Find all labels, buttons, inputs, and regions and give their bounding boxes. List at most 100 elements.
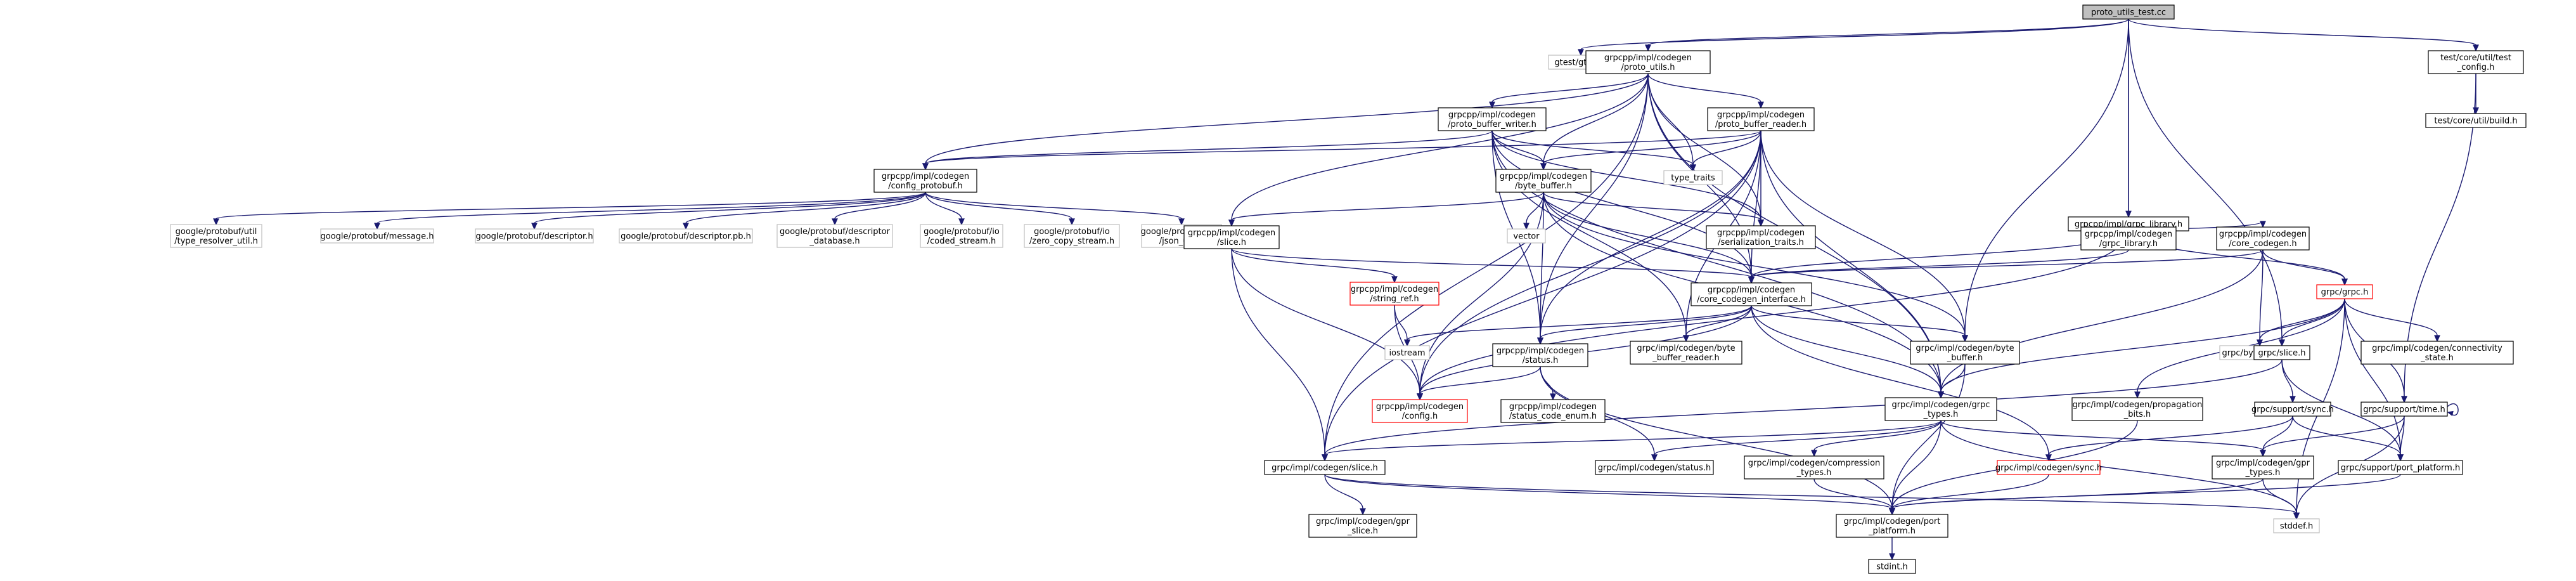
node-label: grpcpp/impl/codegen bbox=[882, 172, 969, 181]
edge-line bbox=[1654, 420, 1942, 455]
edge-root-to-proto_utils bbox=[1645, 18, 2129, 52]
node-type-traits[interactable]: type_traits bbox=[1663, 170, 1723, 185]
edge-line bbox=[1324, 73, 1649, 455]
edge-line bbox=[1540, 366, 1554, 395]
node-label: grpcpp/impl/codegen bbox=[1497, 346, 1584, 356]
node-stddef-h[interactable]: stddef.h bbox=[2273, 518, 2320, 533]
node-grpc-impl-codegen-gpr-types-h[interactable]: grpc/impl/codegen/gpr_types.h bbox=[2212, 455, 2314, 480]
edge-arrowhead bbox=[1651, 454, 1658, 462]
edge-arrowhead bbox=[1391, 276, 1398, 284]
node-grpcpp-impl-codegen-serialization-traits-h[interactable]: grpcpp/impl/codegen/serialization_traits… bbox=[1706, 225, 1816, 249]
node-grpcpp-impl-codegen-slice-h[interactable]: grpcpp/impl/codegen/slice.h bbox=[1183, 225, 1280, 249]
edge-line bbox=[1751, 305, 1966, 336]
edge-line bbox=[2259, 249, 2264, 341]
node-label: /core_codegen.h bbox=[2229, 239, 2296, 249]
edge-line bbox=[1491, 73, 1649, 103]
node-grpcpp-impl-codegen-core-codegen-interface-h[interactable]: grpcpp/impl/codegen/core_codegen_interfa… bbox=[1690, 282, 1812, 306]
node-box bbox=[1372, 399, 1468, 423]
node-iostream[interactable]: iostream bbox=[1384, 345, 1430, 360]
node-grpc-impl-codegen-byte-buffer-h[interactable]: grpc/impl/codegen/byte_buffer.h bbox=[1910, 341, 2020, 365]
node-google-protobuf-descriptor-h[interactable]: google/protobuf/descriptor.h bbox=[475, 228, 594, 244]
edge-impl_slice-to-impl_port_platform bbox=[1324, 474, 1895, 516]
node-label: _types.h bbox=[2245, 468, 2281, 478]
node-grpc-impl-codegen-byte-buffer-reader-h[interactable]: grpc/impl/codegen/byte_buffer_reader.h bbox=[1630, 341, 1742, 365]
node-label: grpc/support/sync.h bbox=[2251, 405, 2334, 415]
edge-status-to-status_code_enum bbox=[1540, 366, 1556, 401]
node-grpc-impl-codegen-propagation-bits-h[interactable]: grpc/impl/codegen/propagation_bits.h bbox=[2071, 397, 2203, 421]
edge-codegen_slice-to-config_h bbox=[1231, 248, 1423, 401]
node-grpc-support-port-platform-h[interactable]: grpc/support/port_platform.h bbox=[2338, 460, 2463, 475]
edge-line bbox=[1419, 366, 1541, 395]
node-box bbox=[1500, 399, 1606, 423]
node-label: grpcpp/impl/codegen bbox=[1376, 402, 1464, 412]
edge-line bbox=[1964, 18, 2129, 336]
node-grpcpp-impl-codegen-config-h[interactable]: grpcpp/impl/codegen/config.h bbox=[1372, 399, 1468, 423]
node-grpcpp-impl-codegen-byte-buffer-h[interactable]: grpcpp/impl/codegen/byte_buffer.h bbox=[1495, 169, 1592, 193]
node-grpc-support-sync-h[interactable]: grpc/support/sync.h bbox=[2251, 401, 2334, 417]
node-grpcpp-impl-codegen-status-code-enum-h[interactable]: grpcpp/impl/codegen/status_code_enum.h bbox=[1500, 399, 1606, 423]
edge-root-to-test_config bbox=[2128, 18, 2479, 52]
edge-codegen_slice-to-string_ref bbox=[1231, 248, 1398, 284]
node-google-protobuf-io-zero-copy-stream-h[interactable]: google/protobuf/io/zero_copy_stream.h bbox=[1024, 224, 1120, 248]
node-grpc-grpc-h[interactable]: grpc/grpc.h bbox=[2316, 284, 2373, 299]
node-grpcpp-impl-codegen-config-protobuf-h[interactable]: grpcpp/impl/codegen/config_protobuf.h bbox=[873, 169, 977, 193]
node-label: google/protobuf/descriptor.h bbox=[475, 232, 593, 242]
node-grpc-impl-codegen-status-h[interactable]: grpc/impl/codegen/status.h bbox=[1595, 460, 1714, 475]
node-google-protobuf-descriptor-database-h[interactable]: google/protobuf/descriptor_database.h bbox=[776, 224, 893, 248]
node-grpc-impl-codegen-sync-h[interactable]: grpc/impl/codegen/sync.h bbox=[1995, 460, 2102, 475]
node-google-protobuf-util-type-resolver-util-h[interactable]: google/protobuf/util/type_resolver_util.… bbox=[170, 224, 262, 248]
node-label: iostream bbox=[1389, 349, 1425, 358]
edge-line bbox=[1940, 363, 1966, 393]
node-label: grpcpp/impl/codegen bbox=[1717, 110, 1805, 120]
node-google-protobuf-descriptor-pb-h[interactable]: google/protobuf/descriptor.pb.h bbox=[619, 228, 753, 244]
edge-config_protobuf-to-pb_descriptor bbox=[531, 192, 926, 230]
node-label: grpc/impl/codegen/gpr bbox=[1316, 517, 1410, 526]
node-test-core-util-test-config-h[interactable]: test/core/util/test_config.h bbox=[2428, 50, 2524, 74]
node-test-core-util-build-h[interactable]: test/core/util/build.h bbox=[2425, 113, 2527, 128]
node-grpc-impl-codegen-port-platform-h[interactable]: grpc/impl/codegen/port_platform.h bbox=[1836, 514, 1948, 538]
node-grpc-impl-codegen-compression-types-h[interactable]: grpc/impl/codegen/compression_types.h bbox=[1744, 455, 1884, 480]
node-proto-utils-test-cc: proto_utils_test.cc bbox=[2082, 4, 2175, 20]
edge-arrowhead bbox=[922, 163, 929, 171]
node-grpcpp-impl-codegen-proto-utils-h[interactable]: grpcpp/impl/codegen/proto_utils.h bbox=[1585, 50, 1711, 74]
node-vector[interactable]: vector bbox=[1507, 228, 1546, 244]
node-label: /proto_buffer_reader.h bbox=[1715, 120, 1806, 129]
edge-line bbox=[1940, 298, 2345, 393]
edge-line bbox=[1751, 130, 1761, 278]
node-grpcpp-impl-codegen-core-codegen-h[interactable]: grpcpp/impl/codegen/core_codegen.h bbox=[2216, 226, 2310, 251]
node-box bbox=[1884, 397, 1997, 421]
node-label: grpcpp/impl/codegen bbox=[2219, 230, 2307, 239]
node-grpc-impl-codegen-grpc-types-h[interactable]: grpc/impl/codegen/grpc_types.h bbox=[1884, 397, 1997, 421]
edge-grpc_h-to-connectivity_state bbox=[2344, 298, 2440, 343]
edge-line bbox=[925, 192, 1072, 219]
node-grpc-impl-codegen-slice-h[interactable]: grpc/impl/codegen/slice.h bbox=[1264, 460, 1386, 475]
edge-line bbox=[2262, 415, 2405, 451]
node-box bbox=[2428, 50, 2524, 74]
edge-config_protobuf-to-type_resolver bbox=[213, 192, 926, 226]
edge-line bbox=[925, 130, 1493, 164]
node-label: grpc/support/port_platform.h bbox=[2341, 464, 2460, 473]
edge-gpr_types-to-stddef bbox=[2262, 478, 2300, 520]
node-grpcpp-impl-codegen-string-ref-h[interactable]: grpcpp/impl/codegen/string_ref.h bbox=[1349, 282, 1439, 306]
node-box bbox=[2082, 4, 2175, 20]
node-google-protobuf-message-h[interactable]: google/protobuf/message.h bbox=[320, 228, 434, 244]
node-google-protobuf-io-coded-stream-h[interactable]: google/protobuf/io/coded_stream.h bbox=[920, 224, 1003, 248]
node-grpcpp-impl-codegen-status-h[interactable]: grpcpp/impl/codegen/status.h bbox=[1492, 343, 1588, 367]
node-grpcpp-impl-codegen-proto-buffer-writer-h[interactable]: grpcpp/impl/codegen/proto_buffer_writer.… bbox=[1438, 107, 1547, 131]
edge-line bbox=[2262, 478, 2297, 514]
node-grpcpp-impl-codegen-grpc-library-h[interactable]: grpcpp/impl/codegen/grpc_library.h bbox=[2080, 226, 2177, 251]
node-box bbox=[2425, 113, 2527, 128]
node-grpcpp-impl-codegen-proto-buffer-reader-h[interactable]: grpcpp/impl/codegen/proto_buffer_reader.… bbox=[1707, 107, 1815, 131]
node-label: google/protobuf/io bbox=[1034, 227, 1110, 237]
node-label: /status.h bbox=[1523, 356, 1559, 365]
edges-layer bbox=[213, 18, 2479, 561]
node-box bbox=[1585, 50, 1711, 74]
node-box bbox=[1264, 460, 1386, 475]
node-grpc-support-time-h[interactable]: grpc/support/time.h bbox=[2360, 401, 2448, 417]
node-grpc-slice-h[interactable]: grpc/slice.h bbox=[2253, 345, 2310, 360]
node-grpc-impl-codegen-connectivity-state-h[interactable]: grpc/impl/codegen/connectivity_state.h bbox=[2360, 341, 2514, 365]
node-box bbox=[1308, 514, 1417, 538]
node-stdint-h[interactable]: stdint.h bbox=[1868, 559, 1916, 574]
node-grpc-impl-codegen-gpr-slice-h[interactable]: grpc/impl/codegen/gpr_slice.h bbox=[1308, 514, 1417, 538]
node-box bbox=[2254, 401, 2331, 417]
